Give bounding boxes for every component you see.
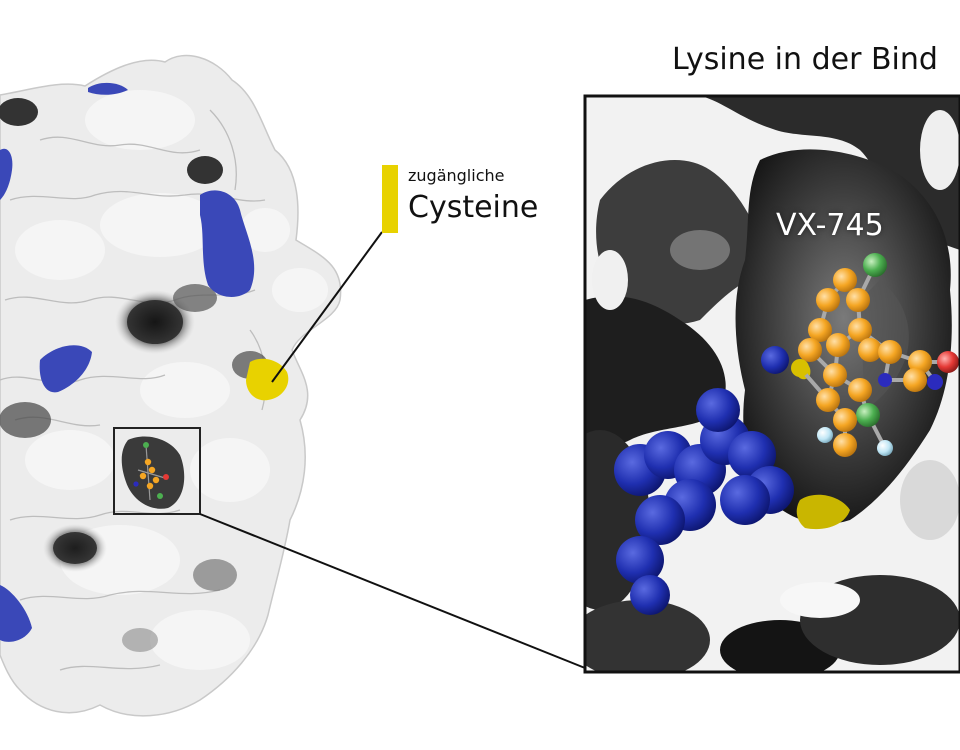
figure-title: Lysine in der Bind	[672, 42, 938, 77]
lysine-patch	[0, 148, 13, 200]
legend-label-big: Cysteine	[408, 190, 539, 225]
binding-pocket-inset	[585, 96, 960, 672]
protein-surface	[0, 54, 342, 717]
cysteine-inset-patch	[796, 494, 850, 530]
cysteine-patch	[246, 358, 289, 401]
inset-frame	[583, 94, 960, 674]
connector-lines	[199, 231, 586, 669]
legend-label-small: zugängliche	[408, 166, 505, 185]
ligand-atoms	[791, 253, 959, 457]
ligand-label: VX-745	[776, 208, 884, 243]
lysine-spheres	[614, 346, 794, 615]
lysine-patch	[0, 585, 32, 642]
binding-site-marker	[113, 427, 201, 515]
cysteine-legend-swatch	[382, 165, 398, 233]
lysine-patch	[39, 345, 92, 393]
lysine-patch	[200, 190, 255, 297]
lysine-patch	[88, 82, 128, 95]
